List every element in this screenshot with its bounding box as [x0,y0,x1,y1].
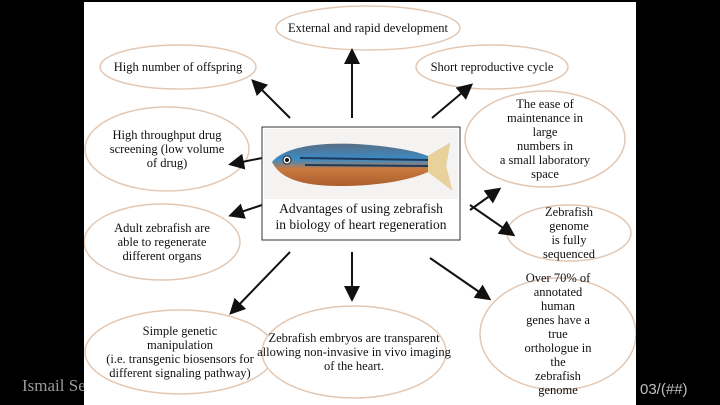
arrow-to-regeneration [228,203,263,219]
arrow-to-genome-sequenced [469,204,516,237]
node-label-short-reproductive-cycle: Short reproductive cycle [430,60,554,74]
arrow-to-genetic-manipulation [229,251,291,315]
page-number: 03/(##) [640,381,688,398]
zebrafish-image [264,129,458,199]
arrow-to-high-offspring [251,79,291,119]
node-ellipse-short-reproductive-cycle [415,44,569,90]
arrow-to-ease-of-maintenance [469,187,502,211]
node-label-ease-of-maintenance: The ease of maintenance in large numbers… [499,97,591,181]
node-ellipse-high-offspring [99,44,257,90]
arrow-to-human-orthologues [429,257,492,301]
node-ellipse-external-rapid-development [275,5,461,51]
node-label-genome-sequenced: Zebrafish genome is fully sequenced [542,205,596,261]
node-label-high-offspring: High number of offspring [113,60,243,74]
node-ellipse-high-throughput-screening [84,106,250,192]
diagram-shapes [84,5,636,399]
arrow-to-short-reproductive-cycle [431,83,474,119]
center-caption: Advantages of using zebrafish in biology… [275,201,447,232]
node-ellipse-transparent-embryos [261,305,447,399]
node-ellipse-human-orthologues [479,277,636,391]
node-label-regeneration: Adult zebrafish are able to regenerate d… [114,221,210,263]
node-label-genetic-manipulation: Simple genetic manipulation (i.e. transg… [106,324,254,380]
node-label-external-rapid-development: External and rapid development [287,21,449,35]
node-ellipse-ease-of-maintenance [464,90,626,188]
node-label-high-throughput-screening: High throughput drug screening (low volu… [109,128,225,170]
node-ellipse-regeneration [84,203,241,281]
author-name: Ismail Se [22,376,86,395]
arrow-to-high-throughput-screening [228,153,263,170]
node-label-transparent-embryos: Zebrafish embryos are transparent allowi… [257,331,451,373]
node-label-human-orthologues: Over 70% of annotated human genes have a… [524,271,592,397]
